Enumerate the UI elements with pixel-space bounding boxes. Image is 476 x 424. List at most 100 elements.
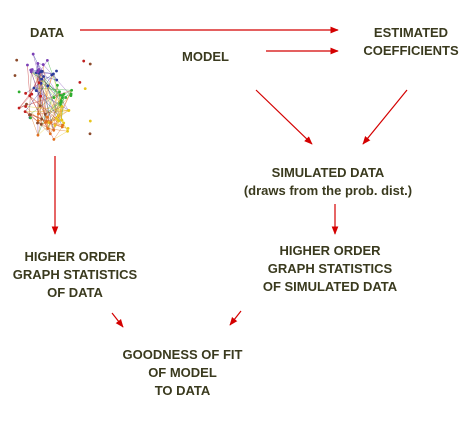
network-node bbox=[45, 58, 49, 62]
network-node bbox=[37, 81, 41, 85]
network-node bbox=[37, 68, 41, 71]
network-node bbox=[60, 105, 64, 108]
label-line: TO DATA bbox=[154, 383, 211, 398]
network-edge bbox=[37, 70, 55, 131]
network-node bbox=[60, 125, 64, 129]
network-node bbox=[30, 68, 34, 71]
network-node bbox=[88, 132, 92, 136]
network-edge bbox=[27, 64, 30, 96]
network-node bbox=[56, 114, 60, 118]
network-edge bbox=[47, 128, 68, 132]
network-edge bbox=[25, 111, 47, 122]
label-line: ESTIMATED bbox=[373, 25, 449, 40]
network-node bbox=[67, 109, 71, 112]
network-node bbox=[52, 128, 56, 132]
network-node bbox=[53, 124, 57, 127]
network-node bbox=[25, 102, 28, 106]
network-node bbox=[55, 78, 59, 82]
network-node bbox=[40, 77, 44, 81]
network-node bbox=[82, 59, 86, 63]
network-node bbox=[41, 63, 45, 66]
network-node bbox=[36, 70, 40, 74]
network-edge bbox=[29, 71, 43, 96]
network-edge bbox=[32, 54, 38, 72]
network-node bbox=[46, 115, 49, 119]
network-edge bbox=[58, 105, 62, 122]
network-node bbox=[46, 127, 50, 130]
network-node bbox=[40, 69, 44, 73]
network-node bbox=[59, 99, 63, 102]
network-node bbox=[48, 132, 52, 136]
network-node bbox=[58, 93, 62, 97]
network-node bbox=[50, 73, 54, 77]
network-node bbox=[60, 96, 64, 100]
network-node bbox=[23, 110, 27, 114]
network-edge bbox=[29, 95, 63, 128]
network-node bbox=[70, 88, 74, 92]
network-node bbox=[56, 118, 60, 122]
network-node bbox=[88, 119, 92, 123]
label-line: DATA bbox=[30, 25, 65, 40]
arrow-model-to-simulated bbox=[255, 89, 313, 145]
network-node bbox=[31, 52, 35, 56]
network-node bbox=[39, 81, 43, 85]
network-node bbox=[38, 104, 42, 108]
node-data: DATA bbox=[30, 24, 64, 42]
network-node bbox=[17, 106, 21, 110]
network-edge bbox=[50, 122, 63, 126]
network-node bbox=[66, 127, 70, 130]
network-node bbox=[45, 120, 48, 123]
node-simulated-data: SIMULATED DATA (draws from the prob. dist… bbox=[230, 164, 426, 200]
network-node bbox=[29, 116, 32, 120]
network-node bbox=[30, 92, 34, 96]
arrow-hos-data-to-gof bbox=[111, 312, 124, 328]
label-line: GOODNESS OF FIT bbox=[122, 347, 243, 362]
network-edge bbox=[39, 71, 43, 106]
label-line: SIMULATED DATA bbox=[271, 165, 385, 180]
node-estimated-coefficients: ESTIMATED COEFFICIENTS bbox=[355, 24, 467, 60]
network-edge bbox=[36, 71, 43, 91]
network-node bbox=[78, 81, 82, 84]
network-node bbox=[69, 94, 73, 98]
network-node bbox=[46, 84, 50, 88]
network-node bbox=[36, 112, 40, 116]
network-edge bbox=[53, 126, 63, 140]
arrow-hos-sim-to-gof bbox=[229, 310, 242, 326]
label-line: GRAPH STATISTICS bbox=[267, 261, 393, 276]
network-node bbox=[64, 96, 68, 99]
network-node bbox=[36, 133, 40, 137]
network-node bbox=[32, 86, 36, 90]
network-node bbox=[24, 105, 28, 108]
network-edge bbox=[50, 90, 72, 134]
label-line: HIGHER ORDER bbox=[24, 249, 126, 264]
label-line: OF DATA bbox=[47, 285, 103, 300]
network-node bbox=[66, 129, 69, 133]
label-line: (draws from the prob. dist.) bbox=[243, 183, 413, 198]
network-node bbox=[62, 121, 66, 125]
network-node bbox=[26, 63, 29, 67]
network-node bbox=[43, 112, 47, 116]
network-node bbox=[29, 113, 32, 117]
network-node bbox=[36, 119, 40, 123]
network-node bbox=[24, 91, 28, 95]
network-node bbox=[52, 96, 56, 100]
network-node bbox=[58, 90, 61, 94]
label-line: OF SIMULATED DATA bbox=[262, 279, 398, 294]
network-node bbox=[15, 58, 19, 62]
network-node bbox=[52, 137, 56, 141]
network-node bbox=[40, 117, 44, 121]
network-node bbox=[59, 101, 62, 105]
network-node bbox=[42, 75, 45, 78]
label-line: COEFFICIENTS bbox=[363, 43, 459, 58]
network-node bbox=[49, 121, 53, 124]
network-node bbox=[39, 122, 43, 126]
network-edge bbox=[38, 110, 69, 115]
network-node bbox=[55, 69, 58, 73]
network-node bbox=[36, 121, 39, 125]
